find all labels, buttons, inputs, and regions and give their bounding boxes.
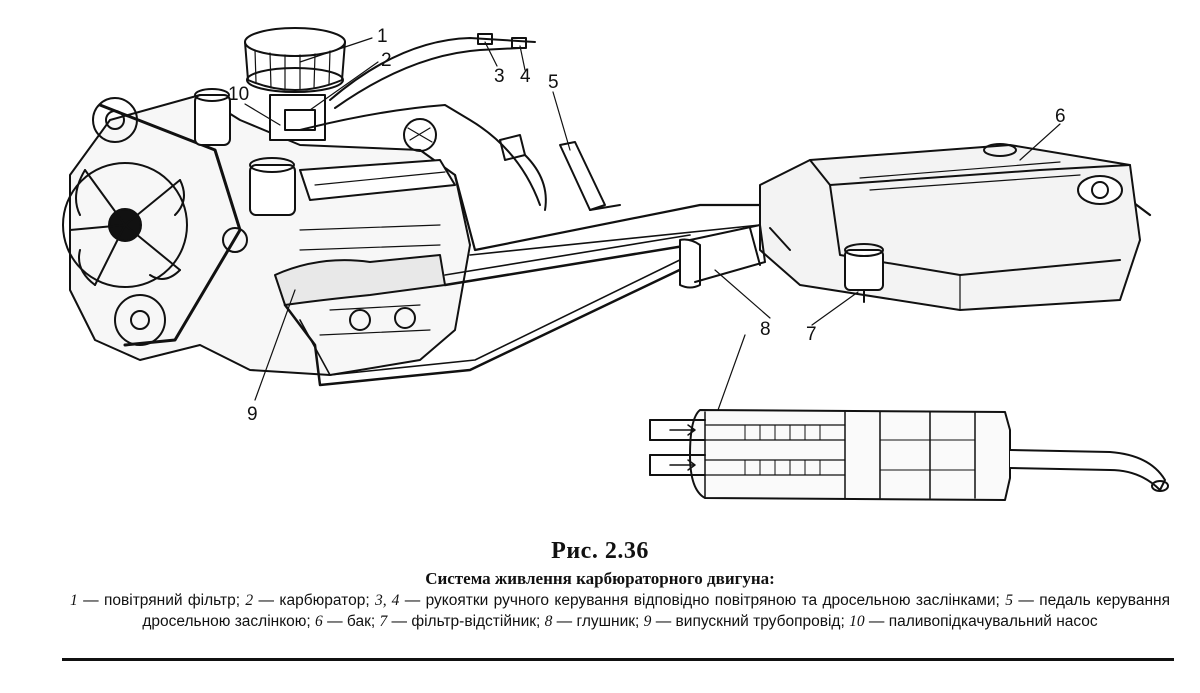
legend-item-number: 7 xyxy=(379,613,388,630)
legend-item-number: 10 xyxy=(849,613,865,630)
legend-item-number: 5 xyxy=(1005,592,1013,609)
figure-caption: Рис. 2.36 Система живлення карбюраторног… xyxy=(0,538,1200,589)
legend-item-number: 8 xyxy=(544,613,553,630)
fuel-system-diagram: 1 2 3 4 5 6 7 8 9 10 xyxy=(62,26,1169,501)
figure-title: Система живлення карбюраторного двигуна: xyxy=(425,569,775,588)
legend-item-text: фільтр-відстійник; xyxy=(411,613,541,630)
legend-item: 5 — педаль керування дросельною заслінко… xyxy=(142,592,1170,630)
legend-item-number: 2 xyxy=(245,592,254,609)
exhaust-drawing xyxy=(283,224,791,387)
legend-item: 10 — паливопідкачувальний насос xyxy=(849,613,1098,630)
engine-drawing xyxy=(62,27,471,376)
legend-item: 6 — бак; xyxy=(315,613,376,630)
callout-2: 2 xyxy=(381,50,392,71)
legend-item-text: бак; xyxy=(346,613,376,630)
legend-item: 3, 4 — рукоятки ручного керування відпов… xyxy=(375,592,1000,609)
callout-9: 9 xyxy=(247,404,258,425)
legend-item-text: карбюратор; xyxy=(279,592,370,609)
leader-lines xyxy=(244,37,1061,411)
callout-8: 8 xyxy=(760,319,771,340)
figure-legend: 1 — повітряний фільтр; 2 — карбюратор; 3… xyxy=(70,590,1170,632)
legend-item-number: 3, 4 xyxy=(375,592,400,609)
legend-item-text: випускний трубопровід; xyxy=(675,613,845,630)
legend-item-text: глушник; xyxy=(576,613,640,630)
legend-item-number: 9 xyxy=(643,613,652,630)
legend-item-text: паливопідкачувальний насос xyxy=(888,613,1098,630)
legend-item-text: педаль керування дросельною заслінкою; xyxy=(142,592,1170,630)
legend-item-number: 1 xyxy=(70,592,78,609)
legend-item: 9 — випускний трубопровід; xyxy=(643,613,845,630)
callout-10: 10 xyxy=(228,84,249,105)
callout-7: 7 xyxy=(806,324,817,345)
callout-5: 5 xyxy=(548,72,559,93)
control-cables-drawing xyxy=(299,33,541,206)
figure-number: Рис. 2.36 xyxy=(551,538,649,564)
legend-item: 2 — карбюратор; xyxy=(245,592,370,609)
legend-item-text: рукоятки ручного керування відповідно по… xyxy=(425,592,1000,609)
legend-item: 8 — глушник; xyxy=(544,613,640,630)
bottom-rule xyxy=(62,658,1174,661)
callout-4: 4 xyxy=(520,66,531,87)
fan-icon xyxy=(62,162,188,288)
fuel-tank-drawing xyxy=(759,143,1141,311)
callout-1: 1 xyxy=(377,26,388,47)
legend-item-text: повітряний фільтр; xyxy=(104,592,241,609)
callout-3: 3 xyxy=(494,66,505,87)
callout-6: 6 xyxy=(1055,106,1066,127)
muffler-cutaway-drawing xyxy=(649,409,1169,501)
legend-item: 7 — фільтр-відстійник; xyxy=(379,613,541,630)
legend-item: 1 — повітряний фільтр; xyxy=(70,592,241,609)
legend-item-number: 6 xyxy=(315,613,323,630)
air-filter-drawing xyxy=(244,27,346,93)
throttle-pedal-drawing xyxy=(499,134,621,211)
sediment-filter-drawing xyxy=(844,243,884,303)
